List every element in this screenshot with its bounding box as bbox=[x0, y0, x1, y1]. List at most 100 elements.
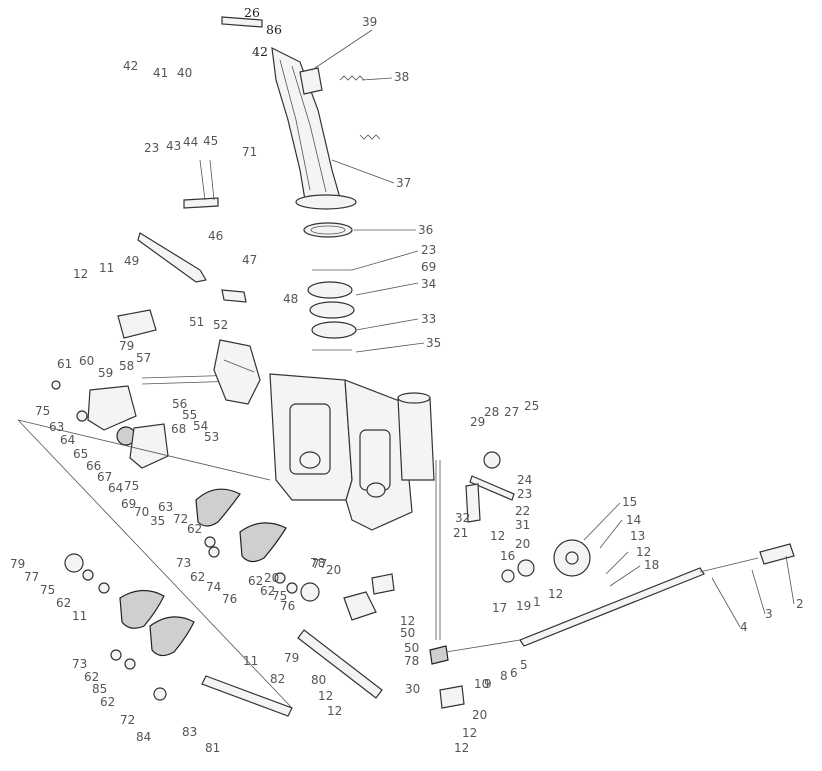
callout-label: 8 bbox=[500, 669, 508, 683]
callout-label: 23 bbox=[421, 243, 436, 257]
callout-label: 3 bbox=[765, 607, 773, 621]
callout-label: 12 bbox=[327, 704, 342, 718]
callout-label: 11 bbox=[99, 261, 114, 275]
callout-label: 62 bbox=[190, 570, 205, 584]
callout-label: 62 bbox=[260, 584, 275, 598]
callout-label: 12 bbox=[454, 741, 469, 755]
callout-label: 51 bbox=[189, 315, 204, 329]
callout-label: 48 bbox=[283, 292, 298, 306]
callout-label: 17 bbox=[492, 601, 507, 615]
gearbox-cover-49 bbox=[117, 309, 157, 339]
callout-label: 77 bbox=[24, 570, 39, 584]
callout-label: 78 bbox=[310, 556, 325, 570]
callout-label: 49 bbox=[124, 254, 139, 268]
bracket-47 bbox=[221, 289, 247, 303]
callout-label: 20 bbox=[472, 708, 487, 722]
scraper-bar-80 bbox=[297, 629, 383, 699]
callout-label: 38 bbox=[394, 70, 409, 84]
callout-label: 85 bbox=[92, 682, 107, 696]
callout-label: 42 bbox=[252, 44, 268, 59]
callout-label: 68 bbox=[171, 422, 186, 436]
callout-label: 74 bbox=[206, 580, 221, 594]
arm-24 bbox=[469, 475, 515, 501]
callout-label: 19 bbox=[516, 599, 531, 613]
callout-label: 1 bbox=[533, 595, 541, 609]
callout-label: 12 bbox=[490, 529, 505, 543]
callout-label: 78 bbox=[404, 654, 419, 668]
shaft-46 bbox=[137, 232, 207, 283]
callout-label: 22 bbox=[515, 504, 530, 518]
skid-shoe bbox=[343, 591, 377, 621]
chute-crank-bracket bbox=[183, 197, 219, 209]
leader-lines bbox=[311, 29, 795, 628]
callout-label: 28 bbox=[484, 405, 499, 419]
callout-labels: 26 86 42 39 38 37 42 41 40 43 44 45 71 2… bbox=[10, 5, 804, 755]
callout-label: 45 bbox=[203, 134, 218, 148]
callout-label: 18 bbox=[644, 558, 659, 572]
callout-label: 12 bbox=[548, 587, 563, 601]
drive-assembly bbox=[429, 451, 795, 709]
callout-label: 75 bbox=[124, 479, 139, 493]
spring-rod bbox=[359, 134, 381, 140]
callout-label: 11 bbox=[72, 609, 87, 623]
callout-label: 69 bbox=[121, 497, 136, 511]
chute-assembly bbox=[183, 16, 381, 238]
callout-label: 12 bbox=[636, 545, 651, 559]
callout-label: 79 bbox=[10, 557, 25, 571]
callout-label: 52 bbox=[213, 318, 228, 332]
callout-label: 80 bbox=[311, 673, 326, 687]
callout-label: 14 bbox=[626, 513, 641, 527]
gear-housing-67 bbox=[129, 423, 169, 469]
callout-label: 35 bbox=[150, 514, 165, 528]
control-rod-3 bbox=[519, 567, 705, 647]
callout-label: 50 bbox=[404, 641, 419, 655]
callout-label: 5 bbox=[520, 658, 528, 672]
callout-label: 20 bbox=[515, 537, 530, 551]
callout-label: 76 bbox=[280, 599, 295, 613]
discharge-spout bbox=[397, 397, 435, 481]
auger-flight-right-2 bbox=[239, 522, 287, 563]
gear-housing-59 bbox=[87, 385, 137, 431]
pulley-29 bbox=[483, 451, 501, 469]
callout-label: 72 bbox=[120, 713, 135, 727]
callout-label: 57 bbox=[136, 351, 151, 365]
callout-label: 23 bbox=[517, 487, 532, 501]
callout-label: 43 bbox=[166, 139, 181, 153]
callout-label: 70 bbox=[134, 505, 149, 519]
auger-flight-right-1 bbox=[195, 488, 241, 527]
callout-label: 56 bbox=[172, 397, 187, 411]
callout-label: 59 bbox=[98, 366, 113, 380]
callout-label: 27 bbox=[504, 405, 519, 419]
auger-flights bbox=[17, 419, 320, 709]
callout-label: 23 bbox=[144, 141, 159, 155]
callout-label: 20 bbox=[326, 563, 341, 577]
scraper-blade-83 bbox=[201, 675, 293, 717]
callout-label: 15 bbox=[622, 495, 637, 509]
callout-label: 62 bbox=[248, 574, 263, 588]
callout-label: 64 bbox=[108, 481, 123, 495]
callout-label: 26 bbox=[244, 5, 260, 20]
callout-label: 75 bbox=[35, 404, 50, 418]
skid-shoe-lower bbox=[371, 573, 395, 595]
auger-shaft-parts bbox=[117, 232, 247, 385]
callout-label: 54 bbox=[193, 419, 208, 433]
callout-label: 42 bbox=[123, 59, 138, 73]
callout-label: 62 bbox=[84, 670, 99, 684]
callout-label: 67 bbox=[97, 470, 112, 484]
callout-label: 84 bbox=[136, 730, 151, 744]
callout-label: 53 bbox=[204, 430, 219, 444]
bearing-19 bbox=[501, 569, 515, 583]
impeller-52 bbox=[213, 339, 261, 405]
chute-base-flange bbox=[295, 194, 357, 210]
scraper-and-skids bbox=[201, 573, 395, 717]
callout-label: 44 bbox=[183, 135, 198, 149]
callout-label: 75 bbox=[272, 589, 287, 603]
chute-deflector-86 bbox=[221, 16, 263, 28]
callout-label: 40 bbox=[177, 66, 192, 80]
pulley-18 bbox=[517, 559, 535, 577]
callout-label: 34 bbox=[421, 277, 436, 291]
callout-label: 29 bbox=[470, 415, 485, 429]
callout-label: 64 bbox=[60, 433, 75, 447]
callout-label: 65 bbox=[73, 447, 88, 461]
